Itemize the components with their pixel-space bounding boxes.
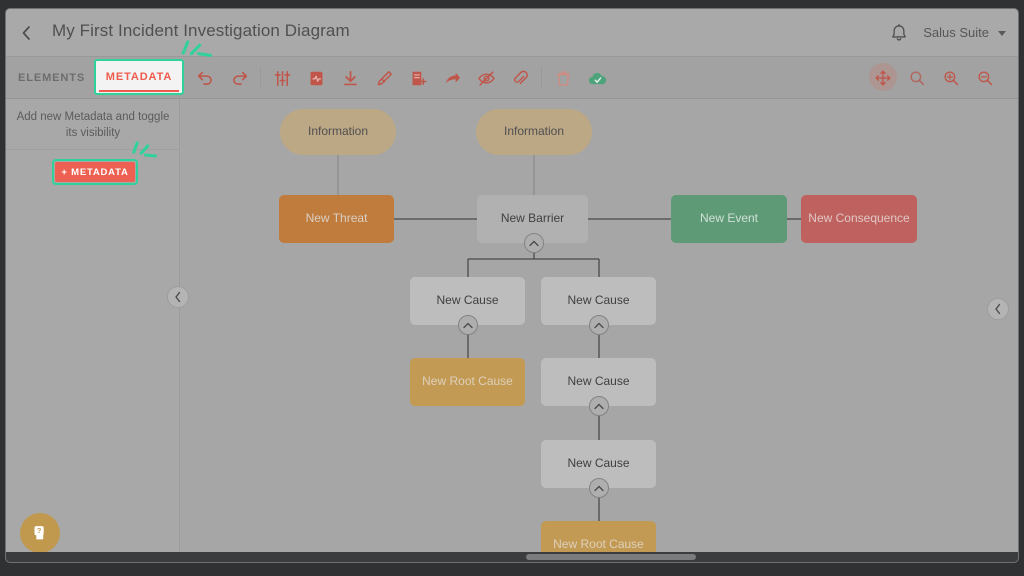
pan-move-icon [875, 70, 891, 86]
toolbar-separator [541, 67, 542, 89]
page-title: My First Incident Investigation Diagram [52, 21, 350, 40]
add-metadata-button[interactable]: + METADATA [52, 159, 138, 185]
redo-icon [232, 71, 247, 85]
form-add-icon [412, 71, 427, 85]
attachment-button[interactable] [503, 57, 537, 99]
redo-button[interactable] [222, 57, 256, 99]
settings-sliders-icon [274, 70, 290, 86]
undo-button[interactable] [188, 57, 222, 99]
delete-button[interactable] [546, 57, 580, 99]
chevron-up-icon [594, 403, 604, 409]
back-button[interactable] [12, 20, 40, 46]
cloud-save-button[interactable] [580, 57, 614, 99]
download-button[interactable] [333, 57, 367, 99]
zoom-in-button[interactable] [934, 57, 968, 99]
collapse-toggle-cause-c[interactable] [589, 396, 609, 416]
sidebar-divider [6, 149, 180, 150]
eye-off-icon [477, 70, 495, 86]
add-metadata-label: + METADATA [55, 162, 135, 182]
diagram-node-rootA[interactable]: New Root Cause [410, 358, 525, 406]
sidebar-hint-text: Add new Metadata and toggle its visibili… [16, 111, 170, 139]
undo-icon [197, 71, 212, 85]
chevron-left-icon [175, 291, 181, 303]
suite-selector[interactable]: Salus Suite [923, 25, 1006, 40]
pan-tool-button[interactable] [866, 57, 900, 99]
settings-button[interactable] [265, 57, 299, 99]
download-icon [343, 70, 357, 85]
bell-icon [892, 24, 906, 41]
pencil-edit-icon [377, 70, 392, 85]
collapse-toggle-cause-b[interactable] [589, 315, 609, 335]
application-window: My First Incident Investigation Diagram … [6, 9, 1018, 562]
canvas-tools [866, 57, 1002, 99]
tab-metadata[interactable]: METADATA [94, 59, 184, 95]
metadata-sidebar: Add new Metadata and toggle its visibili… [6, 99, 180, 562]
clipboard-pulse-icon [310, 71, 322, 85]
share-arrow-icon [445, 72, 460, 83]
diagram-node-consq[interactable]: New Consequence [801, 195, 917, 243]
scrollbar-thumb[interactable] [526, 554, 696, 560]
collapse-toggle-cause-d[interactable] [589, 478, 609, 498]
diagram-node-info2[interactable]: Information [476, 109, 592, 155]
collapse-toggle-barrier[interactable] [524, 233, 544, 253]
chevron-up-icon [529, 240, 539, 246]
report-button[interactable] [299, 57, 333, 99]
panel-tabs: ELEMENTS METADATA [6, 57, 184, 99]
notifications-button[interactable] [888, 23, 910, 45]
diagram-node-label: New Cause [567, 293, 630, 308]
zoom-in-icon [944, 71, 959, 86]
diagram-node-label: New Root Cause [553, 537, 644, 552]
app-header: My First Incident Investigation Diagram … [6, 9, 1018, 57]
search-fit-icon [910, 71, 925, 86]
chevron-down-icon [998, 31, 1006, 36]
diagram-node-label: New Cause [567, 456, 630, 471]
attachment-icon [513, 70, 528, 84]
hide-button[interactable] [469, 57, 503, 99]
toolbar-icon-group [188, 57, 614, 99]
suite-label: Salus Suite [923, 25, 989, 40]
diagram-node-event[interactable]: New Event [671, 195, 787, 243]
diagram-node-label: New Barrier [500, 211, 565, 226]
toolbar-separator [260, 67, 261, 89]
help-button[interactable]: ? [20, 513, 60, 553]
diagram-node-label: New Threat [305, 211, 368, 226]
zoom-out-icon [978, 71, 993, 86]
add-form-button[interactable] [401, 57, 435, 99]
tab-metadata-label: METADATA [105, 71, 173, 83]
edit-button[interactable] [367, 57, 401, 99]
right-panel-collapse-handle[interactable] [987, 298, 1009, 320]
diagram-node-rootB[interactable]: New Root Cause [541, 521, 656, 552]
sidebar-collapse-handle[interactable] [167, 286, 189, 308]
diagram-node-label: New Event [699, 211, 759, 226]
chevron-up-icon [594, 485, 604, 491]
diagram-node-label: Information [307, 124, 369, 139]
search-fit-button[interactable] [900, 57, 934, 99]
help-question-icon: ? [34, 526, 44, 540]
diagram-node-info1[interactable]: Information [280, 109, 396, 155]
diagram-node-threat[interactable]: New Threat [279, 195, 394, 243]
zoom-out-button[interactable] [968, 57, 1002, 99]
diagram-node-label: Information [503, 124, 565, 139]
diagram-node-label: New Cause [436, 293, 499, 308]
chevron-up-icon [594, 322, 604, 328]
share-button[interactable] [435, 57, 469, 99]
chevron-left-icon [995, 303, 1001, 315]
cloud-saved-icon [588, 72, 606, 84]
svg-text:?: ? [37, 526, 42, 535]
diagram-node-label: New Root Cause [422, 374, 513, 389]
chevron-left-icon [22, 26, 30, 40]
collapse-toggle-cause-a[interactable] [458, 315, 478, 335]
chevron-up-icon [463, 322, 473, 328]
toolbar: ELEMENTS METADATA [6, 57, 1018, 99]
diagram-node-causeC[interactable]: New Cause [541, 358, 656, 406]
tab-elements[interactable]: ELEMENTS [18, 72, 86, 84]
delete-trash-icon [556, 70, 570, 86]
diagram-node-label: New Cause [567, 374, 630, 389]
horizontal-scrollbar[interactable] [6, 552, 1018, 562]
diagram-node-label: New Consequence [808, 211, 910, 226]
